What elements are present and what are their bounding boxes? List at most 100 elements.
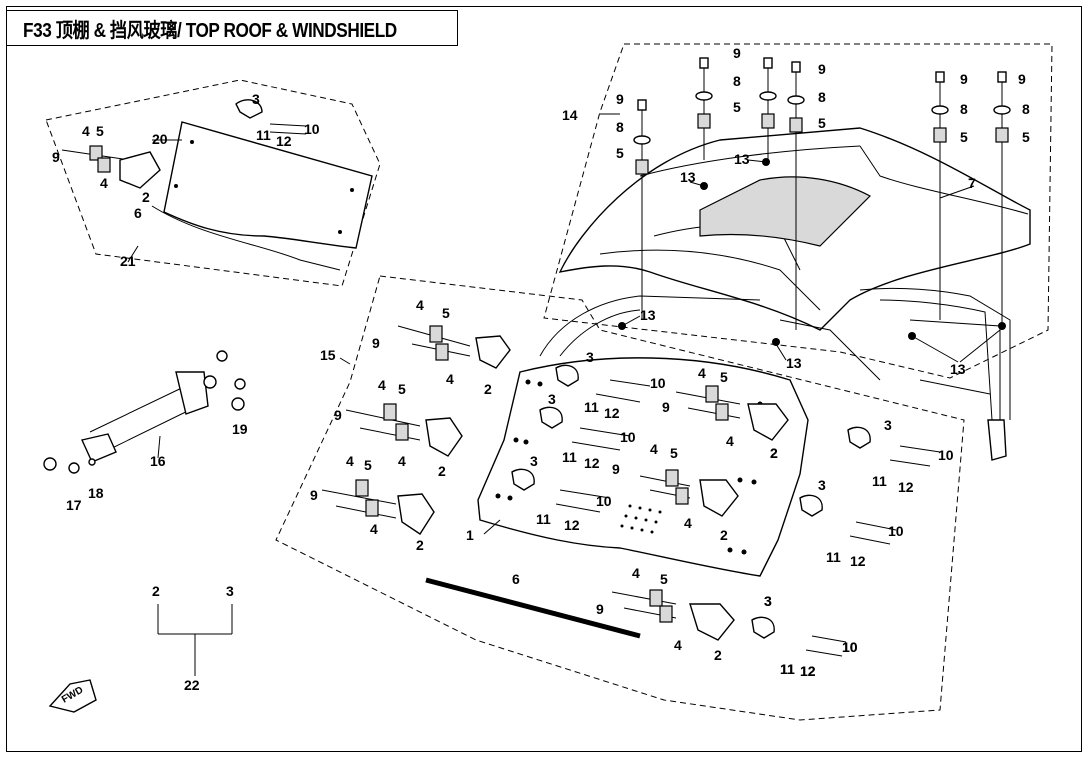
callout-8: 8 [818, 89, 826, 105]
callout-3: 3 [764, 593, 772, 609]
callout-2: 2 [770, 445, 778, 461]
callout-3: 3 [884, 417, 892, 433]
callout-13: 13 [640, 307, 656, 323]
callout-2: 2 [152, 583, 160, 599]
title-box: F33 顶棚 & 挡风玻璃/ TOP ROOF & WINDSHIELD [6, 10, 458, 46]
sealing-strip [425, 577, 641, 639]
bracket-row-left-top [397, 325, 511, 369]
callout-5: 5 [818, 115, 826, 131]
clip-brackets [511, 364, 941, 657]
callout-4: 4 [370, 521, 378, 537]
diagram-frame [6, 6, 1082, 752]
callout-9: 9 [616, 91, 624, 107]
callout-3: 3 [548, 391, 556, 407]
callout-9: 9 [662, 399, 670, 415]
bracket-row-center-top [675, 385, 789, 441]
callout-14: 14 [562, 107, 578, 123]
callout-8: 8 [1022, 101, 1030, 117]
mounting-bar-assembly [43, 350, 246, 474]
callout-4: 4 [698, 365, 706, 381]
callout-9: 9 [310, 487, 318, 503]
callout-3: 3 [226, 583, 234, 599]
callout-4: 4 [726, 433, 734, 449]
callout-5: 5 [660, 571, 668, 587]
callout-3: 3 [764, 593, 772, 609]
callout-6: 6 [134, 205, 142, 221]
callout-5: 5 [96, 123, 104, 139]
callout-2: 2 [438, 463, 446, 479]
callout-8: 8 [616, 119, 624, 135]
callout-9: 9 [596, 601, 604, 617]
callout-11: 11 [826, 549, 841, 565]
callout-6: 6 [512, 571, 520, 587]
callout-8: 8 [733, 73, 741, 89]
forward-arrow-icon: FWD [48, 679, 97, 713]
callout-2: 2 [484, 381, 492, 397]
bracket-row-left-mid [345, 403, 463, 457]
callout-4: 4 [446, 371, 454, 387]
callout-12: 12 [800, 663, 816, 679]
callout-4: 4 [346, 453, 354, 469]
callout-4: 4 [100, 175, 108, 191]
callout-5: 5 [960, 129, 968, 145]
callout-15: 15 [320, 347, 336, 363]
callout-4: 4 [82, 123, 90, 139]
callout-4: 4 [684, 515, 692, 531]
callout-12: 12 [276, 133, 292, 149]
callout-11: 11 [256, 127, 271, 143]
callout-10: 10 [888, 523, 904, 539]
callout-12: 12 [800, 663, 816, 679]
callout-5: 5 [398, 381, 406, 397]
callout-19: 19 [232, 421, 248, 437]
callout-11: 11 [536, 511, 551, 527]
callout-11: 11 [780, 661, 795, 677]
callout-2: 2 [714, 647, 722, 663]
bracket-hardware-small [61, 99, 307, 189]
callout-16: 16 [150, 453, 166, 469]
callout-11: 11 [872, 473, 887, 489]
callout-13: 13 [680, 169, 696, 185]
callout-5: 5 [1022, 129, 1030, 145]
callout-5: 5 [364, 457, 372, 473]
callout-21: 21 [120, 253, 136, 269]
group-outline-21 [45, 79, 381, 287]
callout-9: 9 [733, 45, 741, 61]
callout-10: 10 [596, 493, 612, 509]
callout-11: 11 [780, 661, 795, 677]
callout-1: 1 [466, 527, 474, 543]
callout-3: 3 [586, 349, 594, 365]
callout-4: 4 [650, 441, 658, 457]
callout-labels: 9 9 9 9 9 8 8 8 8 8 5 5 5 5 5 14 13 13 7… [52, 45, 1030, 693]
kit-bracket-22 [157, 604, 233, 676]
callout-3: 3 [252, 91, 260, 107]
callout-18: 18 [88, 485, 104, 501]
roof-hardware [618, 57, 1011, 346]
callout-7: 7 [968, 175, 976, 191]
windshield-panel [477, 357, 809, 577]
callout-12: 12 [564, 517, 580, 533]
callout-4: 4 [378, 377, 386, 393]
page-title: F33 顶棚 & 挡风玻璃/ TOP ROOF & WINDSHIELD [23, 19, 397, 42]
callout-5: 5 [670, 445, 678, 461]
callout-10: 10 [650, 375, 666, 391]
callout-2: 2 [770, 445, 778, 461]
group-outline-15 [275, 275, 965, 721]
callout-12: 12 [584, 455, 600, 471]
callout-9: 9 [52, 149, 60, 165]
callout-22: 22 [184, 677, 200, 693]
callout-10: 10 [842, 639, 858, 655]
callout-9: 9 [372, 335, 380, 351]
bracket-row-left-bottom [321, 479, 435, 535]
callout-13: 13 [786, 355, 802, 371]
callout-4: 4 [398, 453, 406, 469]
callout-12: 12 [898, 479, 914, 495]
callout-4: 4 [416, 297, 424, 313]
windshield-panel-small [151, 121, 373, 271]
callout-10: 10 [938, 447, 954, 463]
callout-17: 17 [66, 497, 82, 513]
callout-4: 4 [674, 637, 682, 653]
callout-8: 8 [960, 101, 968, 117]
callout-5: 5 [616, 145, 624, 161]
callout-20: 20 [152, 131, 168, 147]
